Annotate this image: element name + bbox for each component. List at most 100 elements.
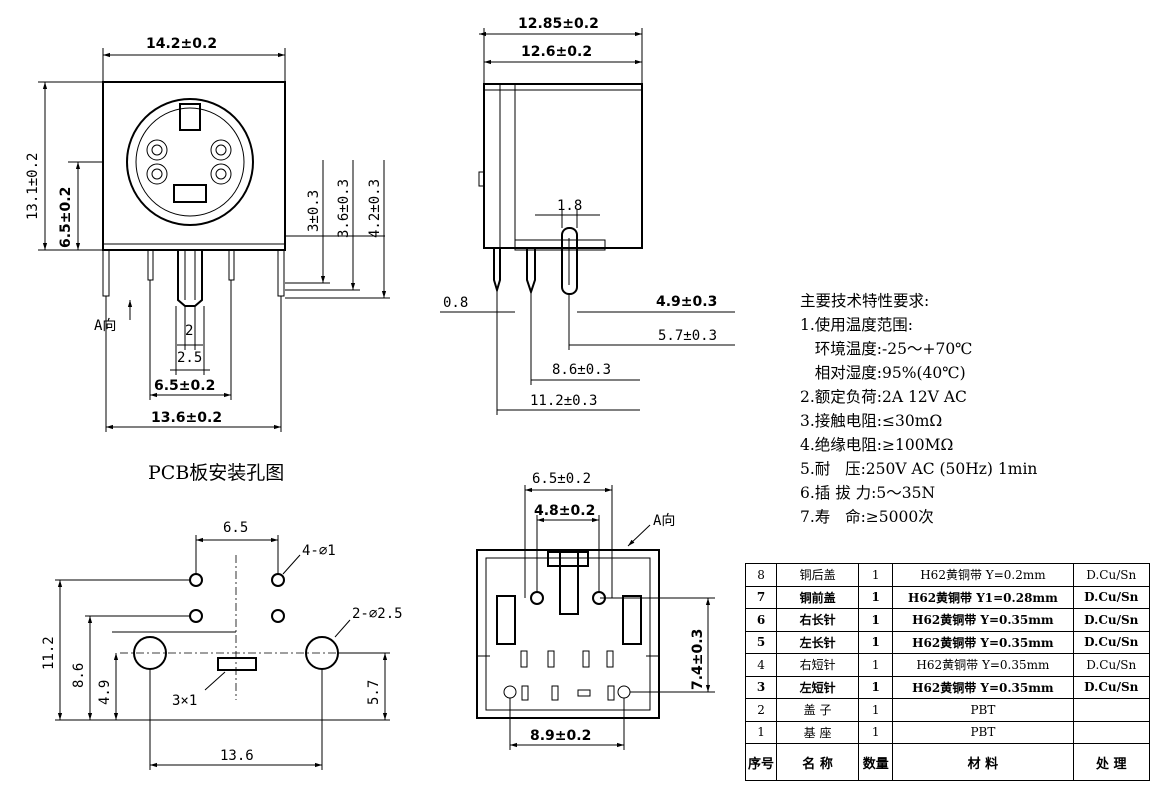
bom-cell-no: 4	[744, 653, 778, 677]
bom-cell-name: 右短针	[776, 653, 860, 677]
bottom-dim-6-5: 6.5±0.2	[532, 471, 591, 487]
spec-line: 相对湿度:95%(40℃)	[800, 364, 966, 382]
dim-1-8: 1.8	[557, 198, 582, 214]
bom-cell-finish	[1072, 720, 1150, 744]
dim-2: 2	[185, 323, 193, 339]
bom-cell-name: 左短针	[776, 675, 860, 699]
bom-cell-no: 1	[744, 720, 778, 744]
pcb-holes-2-5: 2-⌀2.5	[352, 606, 403, 622]
spec-line: 环境温度:-25～+70℃	[800, 340, 973, 358]
bottom-view	[476, 485, 715, 750]
bom-cell-qty: 1	[858, 653, 894, 677]
dim-5-7: 5.7±0.3	[658, 328, 717, 344]
bom-header-name: 名 称	[776, 743, 860, 781]
bom-cell-material: PBT	[892, 720, 1074, 744]
pcb-dim-6-5: 6.5	[223, 520, 248, 536]
bom-cell-no: 5	[744, 630, 778, 654]
bom-cell-finish: D.Cu/Sn	[1072, 563, 1150, 587]
bottom-dim-8-9: 8.9±0.2	[530, 728, 591, 744]
bom-cell-finish: D.Cu/Sn	[1072, 675, 1150, 699]
spec-title: 主要技术特性要求:	[800, 292, 930, 310]
dim-13-6: 13.6±0.2	[151, 410, 222, 426]
bom-cell-material: H62黄铜带 Y=0.2mm	[892, 563, 1074, 587]
bom-cell-no: 3	[744, 675, 778, 699]
bottom-direction-a: A向	[653, 513, 675, 529]
dim-2-5: 2.5	[177, 350, 202, 366]
spec-line: 5.耐 压:250V AC (50Hz) 1min	[800, 460, 1038, 478]
pcb-dim-8-6: 8.6	[71, 663, 87, 688]
spec-line: 2.额定负荷:2A 12V AC	[800, 388, 967, 406]
spec-line: 6.插 拔 力:5～35N	[800, 484, 936, 502]
dim-12-6: 12.6±0.2	[521, 44, 592, 60]
bom-cell-no: 6	[744, 608, 778, 632]
front-view	[38, 48, 390, 432]
bom-cell-material: PBT	[892, 698, 1074, 722]
bom-cell-material: H62黄铜带 Y=0.35mm	[892, 653, 1074, 677]
din-socket-outer	[126, 98, 254, 226]
center-slot	[173, 184, 207, 203]
direction-a-label: A向	[94, 318, 116, 334]
pcb-layout	[55, 535, 390, 770]
dim-11-2: 11.2±0.3	[530, 393, 597, 409]
bottom-dim-7-4: 7.4±0.3	[690, 629, 706, 690]
key-notch	[179, 103, 201, 131]
bom-cell-finish: D.Cu/Sn	[1072, 608, 1150, 632]
dim-height-13-1: 13.1±0.2	[25, 153, 41, 220]
bom-cell-finish: D.Cu/Sn	[1072, 585, 1150, 609]
bom-header-material: 材 料	[892, 743, 1074, 781]
bom-header-row: 序号名 称数量材 料处 理	[744, 743, 1150, 781]
side-view	[440, 28, 735, 415]
bom-cell-qty: 1	[858, 585, 894, 609]
bom-cell-name: 右长针	[776, 608, 860, 632]
bom-cell-qty: 1	[858, 675, 894, 699]
dim-12-85: 12.85±0.2	[518, 16, 599, 32]
pcb-dim-5-7: 5.7	[366, 680, 382, 705]
dim-4-9: 4.9±0.3	[656, 294, 717, 310]
front-housing	[102, 81, 286, 251]
bom-cell-name: 盖 子	[776, 698, 860, 722]
bom-cell-finish	[1072, 698, 1150, 722]
bom-header-finish: 处 理	[1072, 743, 1150, 781]
spec-block: 主要技术特性要求: 1.使用温度范围: 环境温度:-25～+70℃ 相对湿度:9…	[800, 289, 1037, 529]
bom-cell-qty: 1	[858, 608, 894, 632]
spec-line: 3.接触电阻:≤30mΩ	[800, 412, 943, 430]
bom-cell-material: H62黄铜带 Y=0.35mm	[892, 675, 1074, 699]
pcb-slot-3x1: 3×1	[172, 693, 197, 709]
bottom-housing	[476, 549, 660, 719]
bom-cell-qty: 1	[858, 698, 894, 722]
pcb-dim-11-2: 11.2	[41, 636, 57, 670]
bom-cell-name: 基 座	[776, 720, 860, 744]
dim-6-5-left: 6.5±0.2	[58, 187, 74, 248]
dim-0-8: 0.8	[443, 295, 468, 311]
bom-cell-no: 2	[744, 698, 778, 722]
bom-cell-finish: D.Cu/Sn	[1072, 630, 1150, 654]
spec-line: 1.使用温度范围:	[800, 316, 914, 334]
bom-cell-finish: D.Cu/Sn	[1072, 653, 1150, 677]
bom-cell-name: 铜后盖	[776, 563, 860, 587]
bom-cell-no: 7	[744, 585, 778, 609]
pcb-dim-13-6: 13.6	[220, 748, 254, 764]
spec-line: 4.绝缘电阻:≥100MΩ	[800, 436, 954, 454]
bom-cell-material: H62黄铜带 Y1=0.28mm	[892, 585, 1074, 609]
dim-6-5-bottom: 6.5±0.2	[154, 378, 215, 394]
bom-cell-name: 左长针	[776, 630, 860, 654]
bom-cell-name: 铜前盖	[776, 585, 860, 609]
bom-cell-material: H62黄铜带 Y=0.35mm	[892, 630, 1074, 654]
dim-3: 3±0.3	[306, 190, 322, 232]
side-housing	[483, 83, 643, 249]
bom-cell-material: H62黄铜带 Y=0.35mm	[892, 608, 1074, 632]
bom-header-no: 序号	[744, 743, 778, 781]
pcb-layout-title: PCB板安装孔图	[148, 462, 285, 484]
dim-width-14-2: 14.2±0.2	[146, 36, 217, 52]
bom-cell-qty: 1	[858, 563, 894, 587]
dim-3-6: 3.6±0.3	[336, 179, 352, 238]
